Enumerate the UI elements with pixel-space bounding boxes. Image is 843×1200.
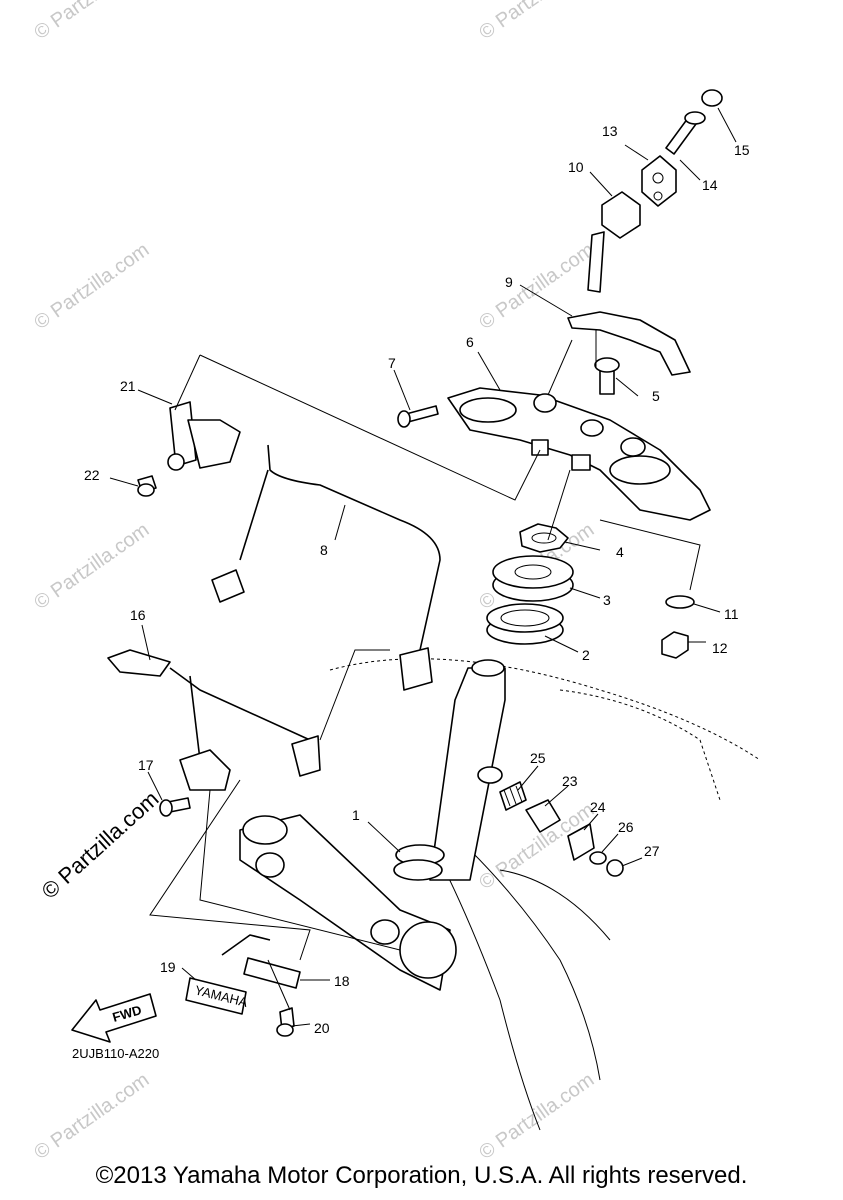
watermark: © Partzilla.com bbox=[475, 1069, 598, 1164]
callout-label: 15 bbox=[734, 142, 750, 158]
copyright-notice: ©2013 Yamaha Motor Corporation, U.S.A. A… bbox=[95, 1162, 748, 1189]
callout-label: 27 bbox=[644, 843, 660, 859]
frame-outline bbox=[329, 658, 761, 1131]
bearing-race bbox=[492, 555, 574, 602]
screw bbox=[606, 859, 624, 877]
partzilla-watermark: © Partzilla.com bbox=[37, 786, 164, 904]
callout-label: 11 bbox=[724, 606, 739, 622]
watermark: © Partzilla.com bbox=[475, 0, 598, 44]
callout-label: 7 bbox=[388, 355, 396, 371]
callout-label: 19 bbox=[160, 959, 176, 975]
diagram-code: 2UJB110-A220 bbox=[72, 1046, 159, 1061]
callout-label: 25 bbox=[530, 750, 546, 766]
bearing-lower bbox=[486, 603, 564, 645]
callout-labels: 1 2 3 4 5 6 7 8 9 10 11 12 13 14 15 16 1… bbox=[84, 123, 750, 1036]
steering-stem bbox=[239, 659, 506, 991]
callout-label: 13 bbox=[602, 123, 618, 139]
callout-label: 17 bbox=[138, 757, 154, 773]
callout-label: 18 bbox=[334, 973, 350, 989]
callout-label: 4 bbox=[616, 544, 624, 560]
callout-label: 14 bbox=[702, 177, 718, 193]
pinch-bolt bbox=[397, 405, 439, 428]
switch-stay bbox=[567, 823, 595, 861]
cap-nut bbox=[701, 89, 723, 107]
callout-label: 9 bbox=[505, 274, 513, 290]
meter-bracket bbox=[167, 401, 241, 471]
washer bbox=[665, 595, 695, 609]
emblem: YAMAHA bbox=[185, 977, 250, 1015]
washer-small bbox=[589, 851, 607, 865]
callout-label: 8 bbox=[320, 542, 328, 558]
watermark: © Partzilla.com bbox=[30, 1069, 153, 1164]
cable-guide bbox=[211, 444, 441, 691]
emblem-bracket bbox=[221, 934, 301, 989]
watermark: © Partzilla.com bbox=[30, 519, 153, 614]
callout-label: 21 bbox=[120, 378, 136, 394]
callout-label: 10 bbox=[568, 159, 584, 175]
spring bbox=[499, 781, 527, 811]
callout-label: 2 bbox=[582, 647, 590, 663]
flange-bolt bbox=[594, 357, 620, 395]
holder-cap bbox=[641, 155, 677, 207]
holder-bolt bbox=[665, 111, 706, 155]
callout-label: 20 bbox=[314, 1020, 330, 1036]
callout-label: 5 bbox=[652, 388, 660, 404]
callout-label: 24 bbox=[590, 799, 606, 815]
bracket-bolt bbox=[159, 797, 191, 817]
handle-bracket bbox=[567, 311, 691, 376]
callout-label: 12 bbox=[712, 640, 728, 656]
leader-lines bbox=[109, 107, 737, 1027]
callout-label: 23 bbox=[562, 773, 578, 789]
watermark: © Partzilla.com bbox=[30, 0, 153, 44]
ring-nut bbox=[519, 523, 569, 553]
handle-holder bbox=[587, 191, 641, 293]
steering-lock-switch bbox=[525, 799, 561, 833]
meter-bracket-bolt bbox=[137, 475, 157, 497]
callout-label: 6 bbox=[466, 334, 474, 350]
callout-label: 16 bbox=[130, 607, 146, 623]
lamp-bracket bbox=[107, 649, 321, 791]
callout-label: 22 bbox=[84, 467, 100, 483]
fwd-arrow: FWD bbox=[71, 993, 157, 1043]
callout-label: 3 bbox=[603, 592, 611, 608]
lock-nut bbox=[661, 631, 689, 659]
callout-label: 26 bbox=[618, 819, 634, 835]
callout-label: 1 bbox=[352, 807, 360, 823]
upper-bracket bbox=[447, 387, 711, 521]
watermark: © Partzilla.com bbox=[30, 239, 153, 334]
emblem-bolt bbox=[276, 1007, 295, 1037]
